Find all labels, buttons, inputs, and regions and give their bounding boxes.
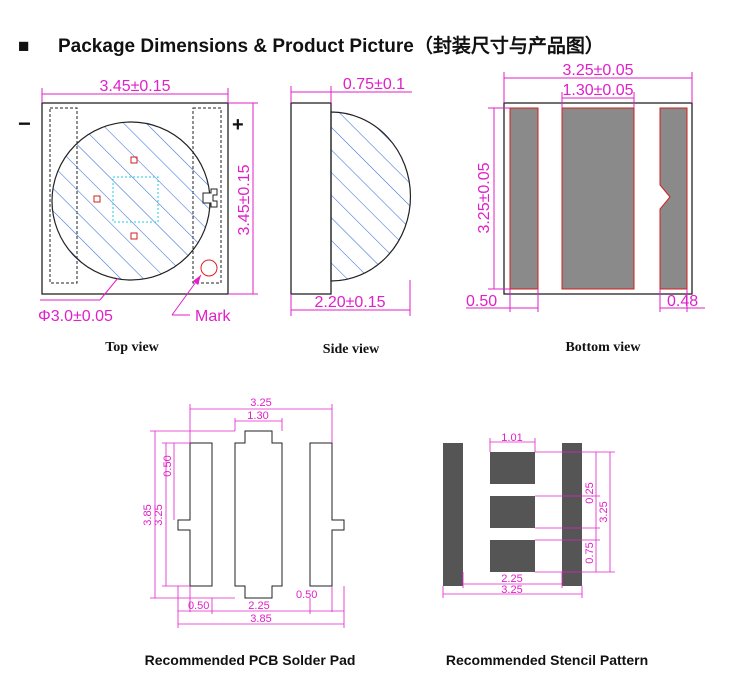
bond-pad-3 — [130, 232, 138, 240]
pcb-left-pad — [177, 442, 213, 587]
led-die — [112, 176, 159, 223]
bottom-view-caption: Bottom view — [565, 340, 641, 355]
stencil-pad-2 — [490, 496, 535, 528]
top-height-dim: 3.45±0.15 — [236, 164, 253, 235]
header-bullet: ■ — [18, 36, 29, 57]
pcb-top-width-dim: 3.25 — [250, 397, 271, 409]
stencil-pad-3 — [490, 540, 535, 572]
bond-pad-1 — [130, 156, 138, 164]
pcb-bottom-center-dim: 2.25 — [248, 600, 269, 612]
stencil-top-dim: 1.01 — [501, 432, 522, 444]
top-view-caption: Top view — [105, 340, 159, 355]
pcb-top-center-dim: 1.30 — [247, 410, 268, 422]
side-thickness-dim: 0.75±0.1 — [343, 76, 405, 93]
page-title: Package Dimensions & Product Picture（封装尺… — [58, 34, 604, 57]
pcb-left-outer-dim: 3.85 — [142, 504, 154, 525]
side-view: 0.75±0.1 2.20±0.15 Side view — [290, 76, 412, 357]
stencil-right-bar — [562, 443, 582, 586]
pcb-right-pad — [309, 442, 345, 587]
left-terminal — [49, 107, 78, 284]
bottom-right-pad — [659, 107, 688, 290]
pcb-solder-pad: 3.25 1.30 3.85 3.25 0.50 0.50 2.25 0.50 … — [142, 397, 355, 668]
bond-pad-2 — [93, 195, 101, 203]
pcb-left-inner-dim: 3.25 — [153, 504, 165, 525]
bottom-height-dim: 3.25±0.05 — [476, 162, 493, 233]
bottom-view: 3.25±0.05 1.30±0.05 3.25±0.05 0.50 0.48 … — [466, 62, 705, 355]
pcb-caption: Recommended PCB Solder Pad — [145, 652, 356, 668]
bottom-left-pad — [509, 107, 539, 290]
stencil-bottom-inner-dim: 2.25 — [501, 573, 522, 585]
esd-chip — [202, 188, 218, 208]
stencil-pad-1 — [490, 452, 535, 484]
stencil-right-small-dim: 0.75 — [584, 542, 596, 563]
right-terminal — [192, 107, 222, 284]
side-view-body — [290, 102, 332, 295]
bottom-right-pad-dim: 0.48 — [667, 293, 698, 310]
dome-lens — [51, 121, 211, 281]
stencil-left-bar — [443, 443, 463, 586]
bottom-left-pad-dim: 0.50 — [466, 293, 497, 310]
side-view-caption: Side view — [323, 342, 380, 357]
pcb-left-gap-dim: 0.50 — [162, 455, 174, 476]
stencil-pattern: 1.01 0.25 3.25 0.75 2.25 3.25 Recommende… — [442, 432, 648, 668]
side-view-dome — [330, 111, 411, 282]
bottom-width-dim: 3.25±0.05 — [562, 62, 633, 79]
stencil-right-gap-dim: 0.25 — [584, 482, 596, 503]
side-height-dim: 2.20±0.15 — [314, 294, 385, 311]
bottom-center-pad — [561, 107, 635, 290]
stencil-caption: Recommended Stencil Pattern — [446, 652, 648, 668]
stencil-bottom-total-dim: 3.25 — [501, 584, 522, 596]
top-width-dim: 3.45±0.15 — [99, 78, 170, 95]
pcb-center-pad — [234, 430, 283, 599]
pcb-bottom-left-dim: 0.50 — [188, 600, 209, 612]
mark-label: Mark — [195, 308, 232, 325]
bottom-center-dim: 1.30±0.05 — [562, 82, 633, 99]
pcb-bottom-total-dim: 3.85 — [250, 613, 271, 625]
dome-diameter-dim: Φ3.0±0.05 — [38, 308, 113, 325]
stencil-right-total-dim: 3.25 — [598, 501, 610, 522]
minus-sign: − — [18, 111, 31, 136]
pcb-bottom-right-dim: 0.50 — [296, 589, 317, 601]
plus-sign: + — [232, 114, 244, 136]
polarity-mark — [200, 259, 218, 277]
top-view: − + 3.45±0.15 3.45±0.15 Φ3.0±0.05 Mark T… — [18, 78, 258, 355]
